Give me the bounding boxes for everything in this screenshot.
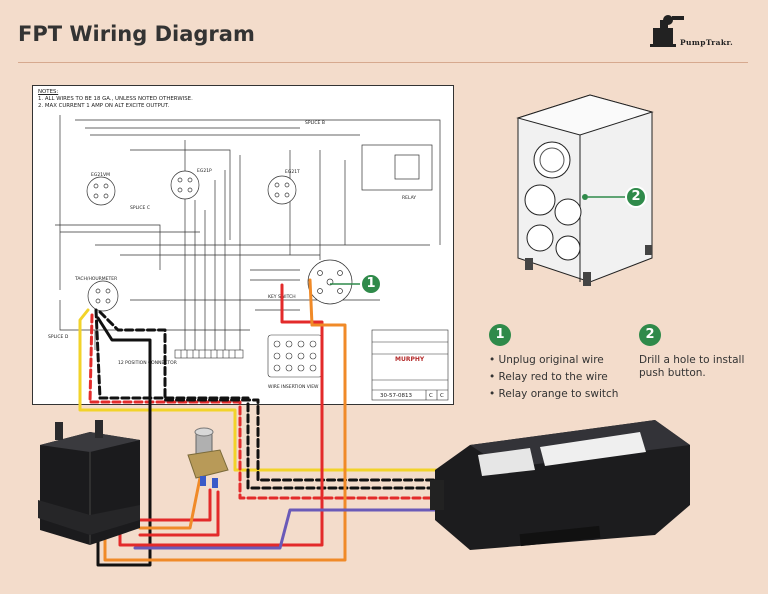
wire-red-pb-1 bbox=[138, 488, 212, 522]
gauge-sender-2 bbox=[170, 170, 200, 200]
step-2-text: Drill a hole to install push button. bbox=[639, 354, 745, 379]
push-button bbox=[187, 427, 229, 488]
step-1-item: Relay red to the wire bbox=[489, 369, 618, 386]
key-switch-symbol bbox=[307, 259, 353, 305]
gauge-sender-3 bbox=[267, 175, 297, 205]
schematic-wires bbox=[55, 115, 441, 350]
tachometer bbox=[87, 280, 119, 312]
rev-b: C bbox=[440, 393, 444, 399]
page-title: FPT Wiring Diagram bbox=[18, 22, 255, 46]
note-1: 1. ALL WIRES TO BE 18 GA., UNLESS NOTED … bbox=[38, 96, 193, 102]
notes-heading: NOTES: bbox=[38, 89, 59, 95]
wire-black-solid bbox=[96, 316, 152, 567]
control-box bbox=[516, 94, 654, 286]
title-divider bbox=[18, 62, 748, 63]
wire-orange-switch bbox=[103, 278, 347, 562]
relay-block bbox=[38, 420, 140, 545]
step-1-badge: 1 bbox=[489, 324, 511, 346]
step-2-badge: 2 bbox=[639, 324, 661, 346]
brand-name: PumpTrakr. bbox=[680, 38, 734, 47]
wire-red-pb-2 bbox=[138, 490, 220, 537]
wire-insertion-view bbox=[267, 334, 323, 378]
wire-orange-pb bbox=[138, 476, 202, 530]
wire-black-dashed-2 bbox=[98, 310, 442, 482]
sender-2-label: EG21P bbox=[197, 168, 212, 174]
splice-c-label: SPLICE C bbox=[130, 205, 150, 211]
wire-red-switch bbox=[118, 283, 324, 547]
gauge-sender-1 bbox=[86, 176, 116, 206]
note-2: 2. MAX CURRENT 1 AMP ON ALT EXCITE OUTPU… bbox=[38, 103, 170, 109]
step-1-item: Unplug original wire bbox=[489, 352, 618, 369]
rev-a: C bbox=[429, 393, 433, 399]
wire-view-label: WIRE INSERTION VIEW bbox=[268, 384, 319, 390]
callout-2-badge: 2 bbox=[625, 186, 647, 208]
sender-3-label: EG21T bbox=[285, 169, 300, 175]
title-block bbox=[371, 329, 449, 401]
doc-number: 30-57-0813 bbox=[380, 393, 412, 399]
wire-black-dashed bbox=[94, 308, 442, 490]
tracker-device bbox=[430, 420, 690, 550]
step-1-item: Relay orange to switch bbox=[489, 386, 619, 403]
murphy-brand: MURPHY bbox=[395, 356, 425, 363]
wire-purple bbox=[133, 508, 442, 550]
splice-b-label: SPLICE B bbox=[305, 120, 325, 126]
connector-strip bbox=[174, 349, 244, 359]
splice-d-label: SPLICE D bbox=[48, 334, 69, 340]
connector-label: 12 POSITION CONNECTOR bbox=[118, 360, 177, 366]
callout-1-badge: 1 bbox=[360, 273, 382, 295]
tach-label: TACH/HOURMETER bbox=[74, 276, 117, 282]
relay-label: RELAY bbox=[402, 195, 416, 201]
wire-yellow bbox=[78, 308, 442, 472]
schematic-notes: NOTES: 1. ALL WIRES TO BE 18 GA., UNLESS… bbox=[38, 89, 193, 110]
sender-1-label: EG21VM bbox=[91, 172, 110, 178]
step-1-list: Unplug original wire Relay red to the wi… bbox=[489, 352, 619, 403]
wire-red-dashed bbox=[88, 313, 442, 500]
